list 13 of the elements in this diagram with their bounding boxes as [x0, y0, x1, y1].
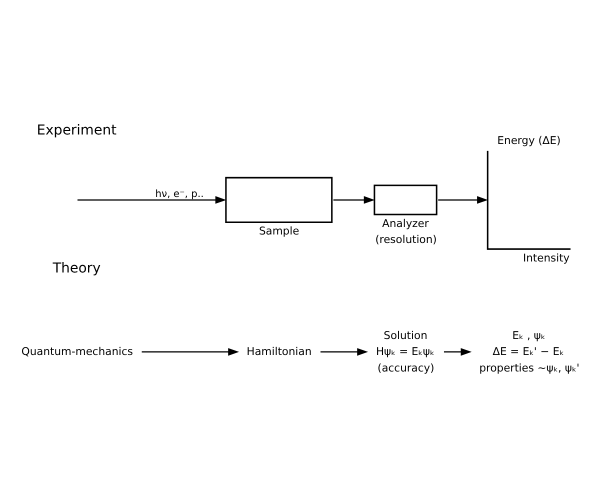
- label: Experiment: [36, 122, 117, 138]
- edge-label: hν, e⁻, p..: [155, 188, 204, 200]
- node-label: ΔE = Eₖ' − Eₖ: [492, 344, 564, 358]
- node-text: Hamiltonian: [246, 344, 312, 358]
- node-label: Analyzer: [382, 216, 429, 230]
- node-text: Quantum-mechanics: [21, 344, 134, 358]
- node-text: Energy (ΔE) Intensity: [497, 134, 570, 264]
- node-label: Sample: [258, 224, 300, 238]
- node-label: (resolution): [375, 232, 437, 246]
- node-label: properties ~ψₖ, ψₖ': [479, 360, 580, 374]
- node-text: Solution Hψₖ = Eₖψₖ (accuracy): [376, 328, 435, 374]
- node-text: Eₖ , ψₖ: [512, 328, 546, 342]
- label: Theory: [52, 260, 101, 276]
